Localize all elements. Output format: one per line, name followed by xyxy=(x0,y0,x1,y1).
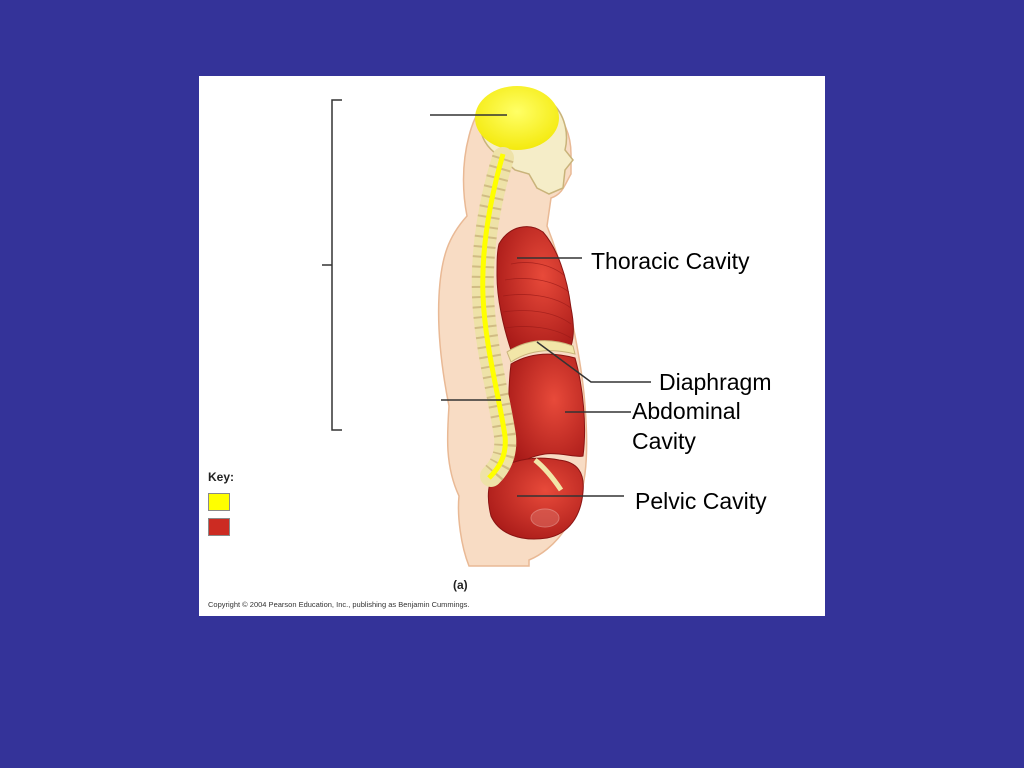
key-swatch-ventral xyxy=(208,518,230,536)
spinal-cord xyxy=(480,153,508,480)
copyright-notice: Copyright © 2004 Pearson Education, Inc.… xyxy=(208,600,470,609)
abdominal-cavity-label-line1: Abdominal xyxy=(632,398,741,424)
pelvic-cavity xyxy=(487,457,584,540)
thoracic-cavity-label: Thoracic Cavity xyxy=(591,248,750,274)
diaphragm-band xyxy=(506,340,576,363)
thoracic-cavity xyxy=(496,226,574,351)
pelvic-cavity-label: Pelvic Cavity xyxy=(635,488,767,514)
dorsal-bracket xyxy=(322,99,342,431)
pelvic-bone xyxy=(533,458,564,492)
leader-diaphragm xyxy=(536,341,651,383)
pelvic-organ xyxy=(530,508,560,528)
cranial-cavity xyxy=(475,86,559,150)
diaphragm-label: Diaphragm xyxy=(659,369,772,395)
thoracic-rib-lines xyxy=(502,262,572,339)
abdominal-cavity xyxy=(508,353,586,469)
abdominal-cavity-label-line2: Cavity xyxy=(632,428,696,454)
anatomy-figure: Key: (a) Copyright © 2004 Pearson Educat… xyxy=(199,76,825,616)
panel-letter: (a) xyxy=(453,578,468,592)
key-swatch-dorsal xyxy=(208,493,230,511)
key-title: Key: xyxy=(208,470,235,484)
body-cavities-illustration xyxy=(322,86,651,567)
